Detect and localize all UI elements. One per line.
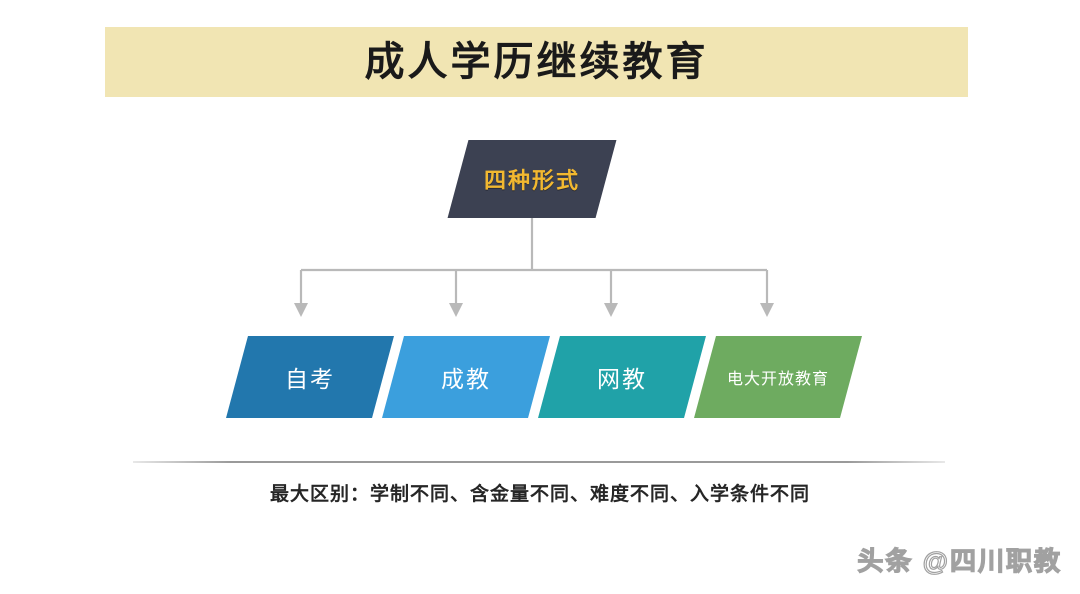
branch-label-1: 自考 bbox=[285, 366, 335, 392]
branch-node-self-study: 自考 bbox=[226, 336, 394, 418]
branch-label-3: 网教 bbox=[597, 366, 647, 392]
arrowhead-4 bbox=[760, 303, 774, 317]
branch-label-2: 成教 bbox=[441, 366, 491, 392]
branch-label-4: 电大开放教育 bbox=[726, 371, 829, 388]
arrowhead-2 bbox=[449, 303, 463, 317]
branch-node-adult-education: 成教 bbox=[382, 336, 550, 418]
branch-node-open-university: 电大开放教育 bbox=[694, 336, 862, 418]
page-title: 成人学历继续教育 bbox=[364, 40, 709, 84]
root-node-label: 四种形式 bbox=[483, 168, 580, 193]
title-banner: 成人学历继续教育 bbox=[105, 27, 968, 97]
footer-caption: 最大区别：学制不同、含金量不同、难度不同、入学条件不同 bbox=[269, 484, 810, 505]
arrowhead-3 bbox=[604, 303, 618, 317]
watermark: 头条 @四川职教 bbox=[857, 545, 1062, 576]
connector-arrowheads bbox=[294, 303, 774, 317]
arrowhead-1 bbox=[294, 303, 308, 317]
footer-divider bbox=[133, 461, 945, 463]
root-node-four-forms: 四种形式 bbox=[447, 140, 617, 218]
branch-node-online-education: 网教 bbox=[538, 336, 706, 418]
